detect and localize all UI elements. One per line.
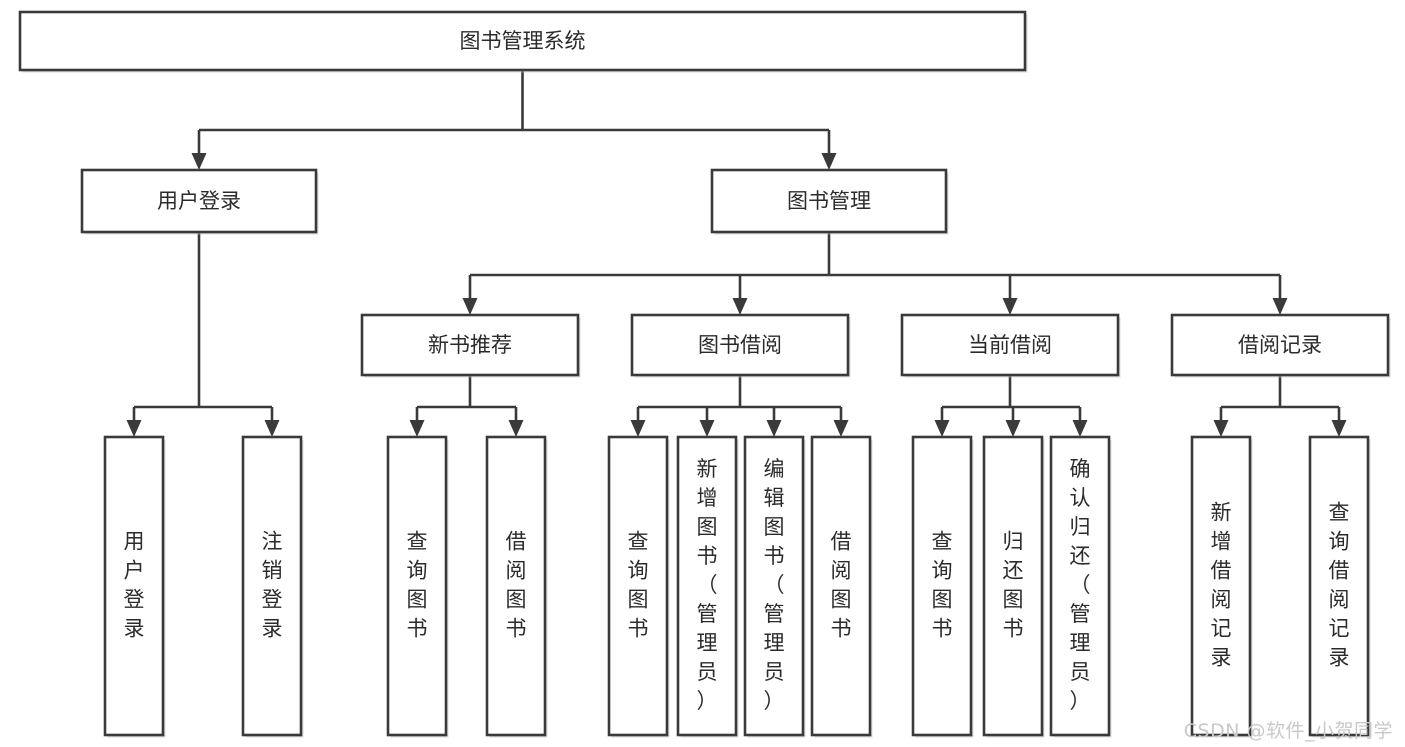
node-label-leaf-logout-login: 注销登录 (262, 530, 283, 641)
node-layer: 图书管理系统用户登录图书管理新书推荐图书借阅当前借阅借阅记录用户登录注销登录查询… (18, 10, 1391, 738)
node-root[interactable]: 图书管理系统 (18, 10, 1028, 73)
node-rect-borrow-record[interactable] (1170, 313, 1390, 377)
node-leaf-logout-login[interactable]: 注销登录 (241, 435, 304, 738)
arrow-head-leaf-query-book-current (934, 420, 950, 437)
node-rect-book-manage[interactable] (710, 168, 948, 234)
node-rect-leaf-user-login[interactable] (103, 435, 165, 737)
node-label-leaf-query-book-recommend: 查询图书 (407, 530, 428, 641)
node-label-leaf-add-borrow-record: 新增借阅记录 (1211, 501, 1232, 670)
node-leaf-confirm-return-admin[interactable]: 确认归还（管理员） (1049, 435, 1112, 738)
node-label-leaf-query-book-current: 查询图书 (932, 530, 953, 641)
node-label-leaf-borrow-book-recommend: 借阅图书 (506, 530, 527, 641)
arrow-head-current-borrow (1002, 298, 1018, 315)
node-label-leaf-query-borrow-record: 查询借阅记录 (1329, 501, 1350, 670)
node-rect-root[interactable] (18, 10, 1027, 72)
node-book-manage[interactable]: 图书管理 (710, 168, 949, 235)
node-leaf-borrow-book[interactable]: 借阅图书 (810, 435, 873, 738)
arrow-head-book-borrow (732, 298, 748, 315)
arrow-head-leaf-add-book-admin (699, 420, 715, 437)
connector-layer (126, 70, 1347, 437)
arrow-head-leaf-add-borrow-record (1213, 420, 1229, 437)
node-leaf-borrow-book-recommend[interactable]: 借阅图书 (485, 435, 548, 738)
node-label-leaf-query-book-borrow: 查询图书 (628, 530, 649, 641)
node-label-leaf-add-book-admin: 新增图书（管理员） (697, 457, 718, 713)
node-rect-leaf-query-book-recommend[interactable] (386, 435, 448, 737)
node-label-leaf-borrow-book: 借阅图书 (831, 530, 852, 641)
node-leaf-add-borrow-record[interactable]: 新增借阅记录 (1190, 435, 1253, 738)
node-rect-leaf-return-book[interactable] (982, 435, 1044, 737)
csdn-watermark: CSDN @软件_小贺同学 (1183, 720, 1393, 742)
node-rect-book-borrow[interactable] (630, 313, 850, 377)
arrow-head-leaf-borrow-book (833, 420, 849, 437)
node-label-current-borrow: 当前借阅 (968, 333, 1052, 357)
node-rect-leaf-query-borrow-record[interactable] (1308, 435, 1370, 737)
node-label-borrow-record: 借阅记录 (1238, 333, 1322, 357)
node-leaf-query-book-recommend[interactable]: 查询图书 (386, 435, 449, 738)
arrow-head-borrow-record (1272, 298, 1288, 315)
node-rect-leaf-logout-login[interactable] (241, 435, 303, 737)
arrow-head-new-book-recommend (462, 298, 478, 315)
node-label-leaf-edit-book-admin: 编辑图书（管理员） (764, 457, 785, 713)
node-leaf-add-book-admin[interactable]: 新增图书（管理员） (676, 435, 739, 738)
node-label-leaf-confirm-return-admin: 确认归还（管理员） (1070, 457, 1091, 713)
node-rect-leaf-borrow-book-recommend[interactable] (485, 435, 547, 737)
arrow-head-leaf-user-login (126, 420, 142, 437)
node-leaf-return-book[interactable]: 归还图书 (982, 435, 1045, 738)
node-rect-leaf-add-book-admin[interactable] (676, 435, 738, 737)
node-label-book-borrow: 图书借阅 (698, 333, 782, 357)
node-label-leaf-return-book: 归还图书 (1003, 530, 1024, 641)
arrow-head-leaf-query-borrow-record (1331, 420, 1347, 437)
node-new-book-recommend[interactable]: 新书推荐 (360, 313, 581, 378)
arrow-head-leaf-borrow-book-recommend (508, 420, 524, 437)
node-rect-leaf-edit-book-admin[interactable] (743, 435, 805, 737)
node-label-user-login: 用户登录 (157, 189, 241, 213)
node-rect-leaf-borrow-book[interactable] (810, 435, 872, 737)
node-book-borrow[interactable]: 图书借阅 (630, 313, 851, 378)
node-rect-new-book-recommend[interactable] (360, 313, 580, 377)
node-leaf-query-book-current[interactable]: 查询图书 (911, 435, 974, 738)
node-label-root: 图书管理系统 (460, 29, 586, 53)
node-rect-leaf-query-book-current[interactable] (911, 435, 973, 737)
node-rect-user-login[interactable] (80, 168, 318, 234)
arrow-head-leaf-return-book (1005, 420, 1021, 437)
node-label-new-book-recommend: 新书推荐 (428, 333, 512, 357)
node-label-leaf-user-login: 用户登录 (124, 530, 145, 641)
arrow-head-book-manage (821, 153, 837, 170)
arrow-head-leaf-edit-book-admin (766, 420, 782, 437)
node-rect-current-borrow[interactable] (900, 313, 1120, 377)
arrow-head-leaf-query-book-recommend (409, 420, 425, 437)
arrow-head-leaf-query-book-borrow (630, 420, 646, 437)
node-leaf-query-borrow-record[interactable]: 查询借阅记录 (1308, 435, 1371, 738)
arrow-head-leaf-confirm-return-admin (1072, 420, 1088, 437)
node-rect-leaf-query-book-borrow[interactable] (607, 435, 669, 737)
node-leaf-user-login[interactable]: 用户登录 (103, 435, 166, 738)
node-user-login[interactable]: 用户登录 (80, 168, 319, 235)
node-rect-leaf-add-borrow-record[interactable] (1190, 435, 1252, 737)
arrow-head-leaf-logout-login (264, 420, 280, 437)
node-leaf-edit-book-admin[interactable]: 编辑图书（管理员） (743, 435, 806, 738)
node-leaf-query-book-borrow[interactable]: 查询图书 (607, 435, 670, 738)
node-current-borrow[interactable]: 当前借阅 (900, 313, 1121, 378)
node-rect-leaf-confirm-return-admin[interactable] (1049, 435, 1111, 737)
node-label-book-manage: 图书管理 (787, 189, 871, 213)
arrow-head-user-login (191, 153, 207, 170)
node-borrow-record[interactable]: 借阅记录 (1170, 313, 1391, 378)
